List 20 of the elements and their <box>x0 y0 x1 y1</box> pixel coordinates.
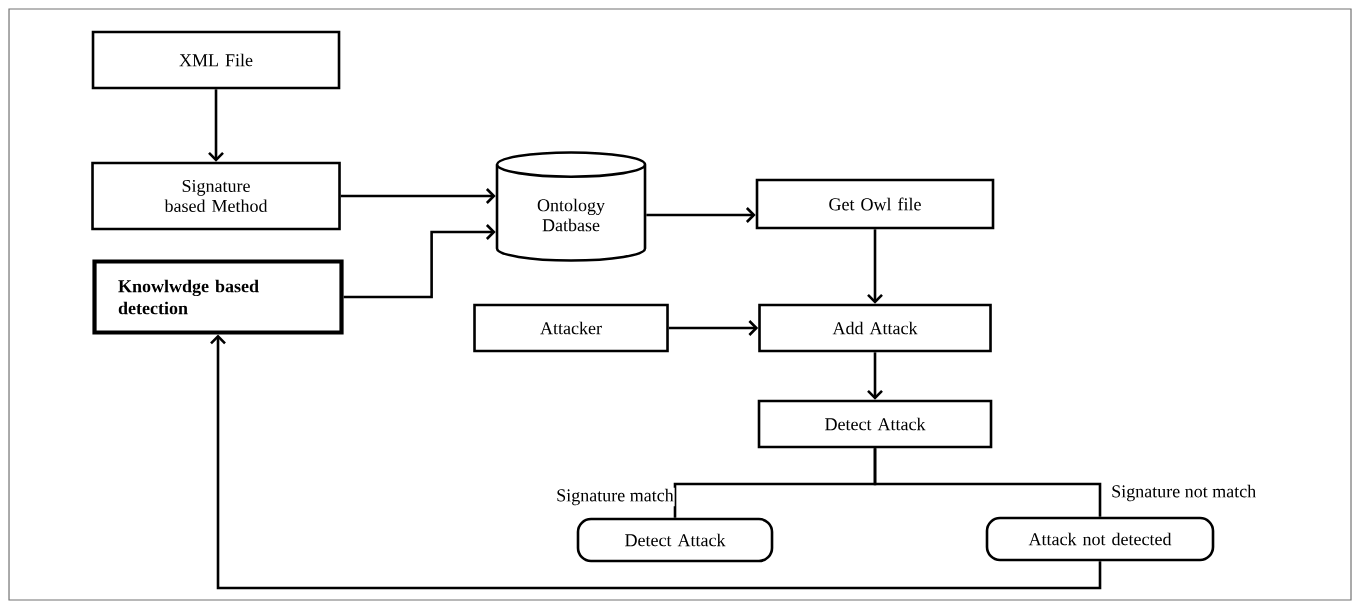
terminal-box: Detect Attack <box>576 517 774 563</box>
process-box: Signature based Method <box>91 161 341 231</box>
database-cylinder: Ontology Datbase <box>495 151 647 262</box>
process-box: Detect Attack <box>757 399 993 449</box>
edge-label: Signature not match <box>1110 483 1258 503</box>
arrow <box>867 352 883 400</box>
process-box: Add Attack <box>758 303 992 353</box>
process-box: Attacker <box>473 303 669 353</box>
terminal-box: Attack not detected <box>985 516 1215 562</box>
edge-label: Signature match <box>555 487 675 507</box>
arrow <box>867 229 883 304</box>
process-box: Get Owl file <box>755 178 995 230</box>
arrow <box>343 224 496 299</box>
arrow <box>646 207 756 223</box>
arrow <box>208 89 224 162</box>
process-box: XML File <box>91 30 341 90</box>
arrow <box>210 334 1102 590</box>
arrow <box>340 188 496 204</box>
arrow <box>668 320 759 336</box>
process-box: Knowlwdge based detection <box>92 259 344 335</box>
